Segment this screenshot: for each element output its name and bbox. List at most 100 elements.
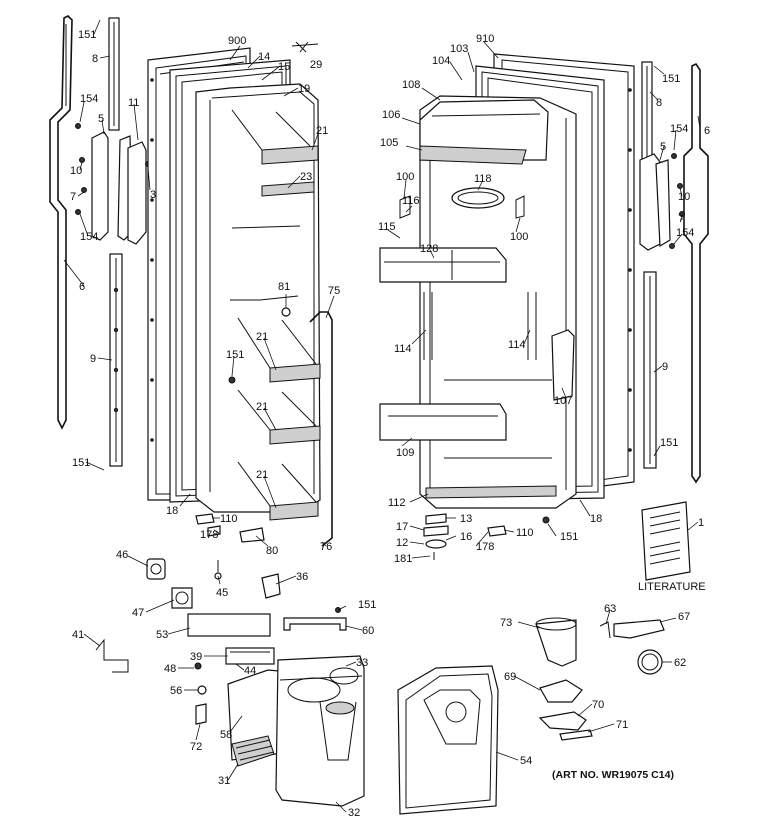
callout-label: 151 [358, 599, 376, 611]
right-door-strip-bottom [643, 271, 657, 469]
callout-label: 23 [300, 171, 312, 183]
callout-label: 116 [402, 195, 420, 207]
callout-label: 151 [662, 73, 680, 85]
callout-label: 17 [396, 521, 408, 533]
callout-label: 47 [132, 607, 144, 619]
right-door-strip-top [641, 61, 653, 165]
callout-label: 114 [394, 343, 412, 355]
callout-label: 19 [298, 83, 310, 95]
callout-label: 21 [316, 125, 328, 137]
callout-label: 151 [226, 349, 244, 361]
callout-label: 39 [190, 651, 202, 663]
callout-label: 33 [356, 657, 368, 669]
callout-label: 70 [592, 699, 604, 711]
callout-label: 7 [70, 191, 76, 203]
callout-label: 76 [320, 541, 332, 553]
callout-label: 115 [378, 221, 396, 233]
callout-label: 106 [382, 109, 400, 121]
callout-label: 53 [156, 629, 168, 641]
callout-label: 7 [678, 213, 684, 225]
callout-label: 10 [678, 191, 690, 203]
callout-label: 910 [476, 33, 494, 45]
leader-lines [63, 19, 701, 813]
callout-label: 69 [504, 671, 516, 683]
left-handle-trim [49, 15, 73, 430]
callout-label: 58 [220, 729, 232, 741]
callout-label: 60 [362, 625, 374, 637]
callout-label: 3 [150, 189, 156, 201]
left-door-strip-top [108, 17, 120, 131]
right-handle-assembly [639, 153, 685, 251]
dispenser-small-parts [95, 558, 347, 725]
callout-label: 72 [190, 741, 202, 753]
callout-label: 56 [170, 685, 182, 697]
callout-label: 12 [396, 537, 408, 549]
callout-label: 109 [396, 447, 414, 459]
callout-label: 5 [98, 113, 104, 125]
dispenser-cover-54 [397, 665, 499, 815]
callout-label: 100 [510, 231, 528, 243]
art-number-label: (ART NO. WR19075 C14) [552, 769, 674, 781]
callout-label: 112 [388, 497, 406, 509]
callout-label: 181 [394, 553, 412, 565]
callout-label: 71 [616, 719, 628, 731]
callout-label: 18 [590, 513, 602, 525]
callout-label: 73 [500, 617, 512, 629]
callout-label: 128 [420, 243, 438, 255]
literature-label: LITERATURE [638, 581, 706, 593]
callout-label: 151 [72, 457, 90, 469]
callout-label: 11 [128, 97, 139, 109]
callout-label: 45 [216, 587, 228, 599]
callout-label: 1 [698, 517, 704, 529]
freezer-door-shelves [231, 109, 321, 521]
callout-label: 118 [474, 173, 492, 185]
fresh-food-door-components [379, 99, 575, 499]
callout-label: 151 [560, 531, 578, 543]
callout-label: 31 [218, 775, 230, 787]
callout-label: 67 [678, 611, 690, 623]
callout-label: 41 [72, 629, 84, 641]
dispenser-right-parts [535, 617, 665, 741]
callout-label: 48 [164, 663, 176, 675]
callout-label: 5 [660, 141, 666, 153]
callout-label: 15 [278, 61, 290, 73]
callout-label: 107 [554, 395, 572, 407]
callout-label: 104 [432, 55, 450, 67]
callout-label: 75 [328, 285, 340, 297]
callout-label: 108 [402, 79, 420, 91]
dispenser-housing [227, 655, 365, 807]
callout-label: 105 [380, 137, 398, 149]
callout-label: 63 [604, 603, 616, 615]
callout-label: 9 [90, 353, 96, 365]
callout-label: 178 [200, 529, 218, 541]
callout-label: 16 [460, 531, 472, 543]
fresh-food-door-hardware [423, 513, 550, 560]
callout-label: 80 [266, 545, 278, 557]
literature-booklet [641, 501, 691, 581]
callout-label: 6 [704, 125, 710, 137]
left-handle-assembly [75, 123, 151, 245]
callout-label: 103 [450, 43, 468, 55]
callout-label: 62 [674, 657, 686, 669]
callout-label: 9 [662, 361, 668, 373]
callout-label: 110 [516, 527, 534, 539]
callout-label: 21 [256, 469, 268, 481]
callout-label: 154 [80, 93, 98, 105]
callout-label: 114 [508, 339, 526, 351]
callout-label: 100 [396, 171, 414, 183]
callout-label: 13 [460, 513, 472, 525]
callout-label: 8 [92, 53, 98, 65]
callout-label: 154 [670, 123, 688, 135]
callout-label: 18 [166, 505, 178, 517]
callout-label: 154 [80, 231, 98, 243]
callout-label: 151 [78, 29, 96, 41]
callout-label: 32 [348, 807, 360, 819]
callout-label: 10 [70, 165, 82, 177]
callout-label: 8 [656, 97, 662, 109]
callout-label: 46 [116, 549, 128, 561]
right-handle-trim [683, 62, 709, 484]
callout-label: 81 [278, 281, 290, 293]
callout-label: 6 [79, 281, 85, 293]
